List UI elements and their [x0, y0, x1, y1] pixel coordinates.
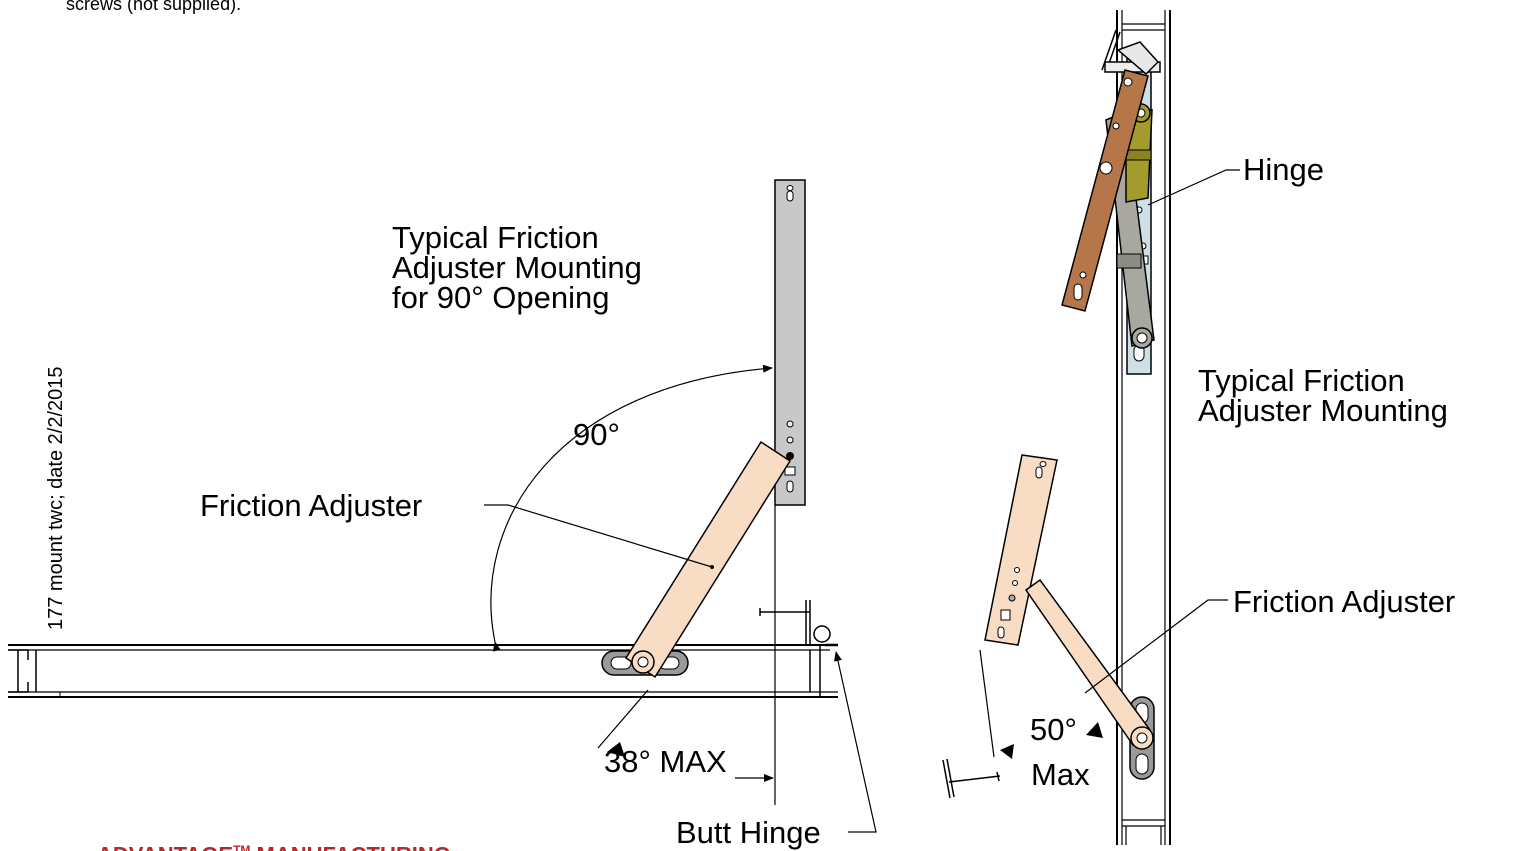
angle-arc-90 [490, 364, 773, 652]
left-title-line-1: Typical Friction [392, 220, 599, 255]
butt-hinge-leader [834, 651, 877, 833]
left-title-line-2: Adjuster Mounting [392, 250, 642, 285]
right-max-label: Max [1031, 757, 1090, 792]
angle-50-leader [979, 649, 995, 758]
right-hinge-label: Hinge [1243, 152, 1324, 187]
friction-adjuster-arm [624, 440, 792, 679]
friction-adjuster-leader [484, 504, 713, 568]
hinge-arm-brown [1061, 69, 1149, 312]
top-hinge-bracket [1101, 29, 1161, 76]
left-title-line-3: for 90° Opening [392, 280, 610, 315]
side-note: 177 mount twc; date 2/2/2015 [45, 366, 67, 630]
brand-logo-text: ADVANTAGETM MANUFACTURING [97, 838, 451, 851]
left-adjuster-label: Friction Adjuster [200, 488, 423, 523]
right-view-title: Typical Friction Adjuster Mounting [1198, 363, 1448, 428]
brand-trademark: TM [233, 843, 251, 851]
right-angle-50-label: 50° [1030, 712, 1077, 747]
right-adjuster-leader [1084, 599, 1228, 694]
brand-suffix: MANUFACTURING [257, 842, 451, 851]
left-view [8, 179, 877, 833]
butt-hinge-label: Butt Hinge [676, 815, 821, 850]
horizontal-frame [8, 643, 838, 698]
left-angle-90-label: 90° [573, 417, 620, 452]
right-title-line-2: Adjuster Mounting [1198, 393, 1448, 428]
hinge-leader [1147, 169, 1240, 206]
butt-hinge-symbol [759, 600, 831, 645]
right-small-t [942, 758, 1001, 799]
max-angle-leader [597, 689, 649, 749]
header-note: screws (not supplied). [66, 0, 242, 14]
right-view [942, 10, 1240, 845]
right-adjuster-label: Friction Adjuster [1233, 584, 1456, 619]
brand-name: ADVANTAGE [97, 842, 233, 851]
left-view-title: Typical Friction Adjuster Mounting for 9… [392, 220, 642, 315]
left-max-angle-label: 38° MAX [604, 744, 727, 779]
right-title-line-1: Typical Friction [1198, 363, 1405, 398]
right-friction-adjuster [984, 454, 1154, 750]
vertical-bracket [774, 179, 806, 506]
